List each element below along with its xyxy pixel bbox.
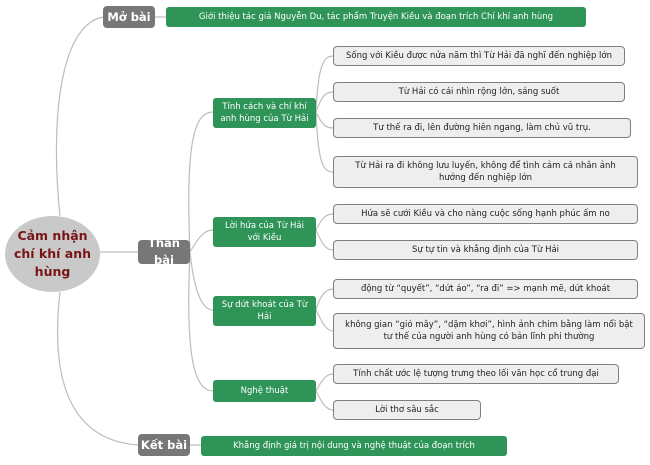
- central-topic: Cảm nhận chí khí anh hùng: [5, 216, 100, 292]
- item-tinh-cach-4: Từ Hải ra đi không lưu luyến, không để t…: [333, 156, 638, 188]
- item-nghe-thuat-1: Tính chất ước lệ tượng trưng theo lối vă…: [333, 364, 619, 384]
- section-mo-bai: Mở bài: [103, 6, 155, 28]
- item-tinh-cach-2: Từ Hải có cái nhìn rộng lớn, sáng suốt: [333, 82, 625, 102]
- group-tinh-cach: Tính cách và chí khí anh hùng của Từ Hải: [213, 98, 316, 128]
- item-nghe-thuat-2: Lời thơ sâu sắc: [333, 400, 481, 420]
- item-loi-hua-1: Hứa sẽ cưới Kiều và cho nàng cuộc sống h…: [333, 204, 638, 224]
- group-dut-khoat: Sự dứt khoát của Từ Hải: [213, 296, 316, 326]
- mo-bai-summary: Giới thiệu tác giả Nguyễn Du, tác phẩm T…: [166, 7, 586, 27]
- item-tinh-cach-3: Tư thế ra đi, lên đường hiên ngang, làm …: [333, 118, 631, 138]
- item-dut-khoat-1: động từ “quyết”, “dứt áo”, “ra đi” => mạ…: [333, 279, 638, 299]
- item-dut-khoat-2: không gian “gió mây”, “dặm khơi”, hình ả…: [333, 313, 645, 349]
- section-than-bai: Thân bài: [138, 236, 190, 267]
- section-ket-bai: Kết bài: [138, 434, 190, 456]
- group-nghe-thuat: Nghệ thuật: [213, 380, 316, 402]
- item-loi-hua-2: Sự tự tin và khẳng định của Từ Hải: [333, 240, 638, 260]
- group-loi-hua: Lời hứa của Từ Hải với Kiều: [213, 217, 316, 247]
- item-tinh-cach-1: Sống với Kiều được nửa năm thì Từ Hải đã…: [333, 46, 625, 66]
- ket-bai-summary: Khẳng định giá trị nội dung và nghệ thuậ…: [201, 436, 507, 456]
